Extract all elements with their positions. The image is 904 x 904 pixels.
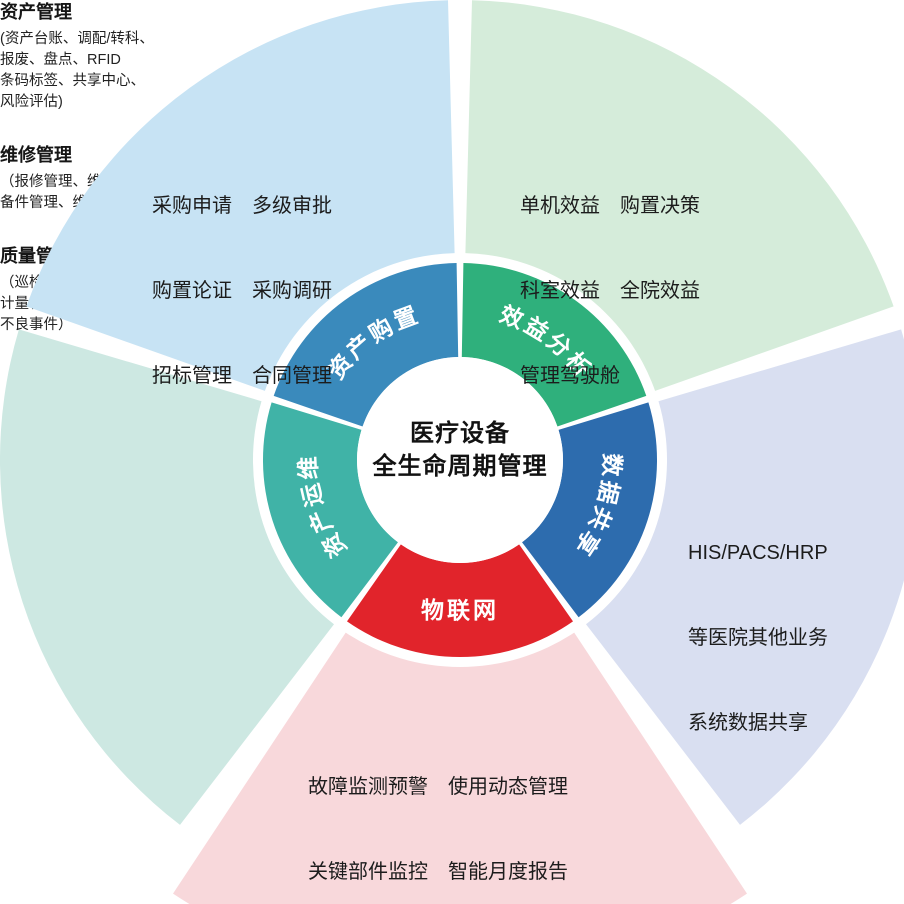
- sector-text-benefit: 单机效益 购置决策 科室效益 全院效益 管理驾驶舱: [520, 141, 700, 442]
- ring-segment-procurement: [273, 263, 459, 427]
- center-title-line: 医疗设备: [410, 420, 510, 447]
- text-line: 管理驾驶舱: [520, 365, 620, 387]
- ops-group-asset-management: 资产管理 (资产台账、调配/转科、 报废、盘点、RFID 条码标签、共享中心、 …: [0, 0, 904, 113]
- text-line: 招标管理 合同管理: [152, 365, 332, 387]
- ops-group-title: 维修管理: [0, 145, 72, 165]
- outer-sector-data-sharing: [586, 329, 904, 825]
- ops-detail-line: 风险评估): [0, 94, 63, 110]
- text-line: 科室效益 全院效益: [520, 280, 700, 302]
- text-line: 等医院其他业务: [688, 627, 828, 649]
- text-line: 故障监测预警 使用动态管理: [308, 776, 568, 798]
- center-circle: [357, 357, 563, 563]
- ops-group-title: 资产管理: [0, 2, 72, 22]
- ring-segment-operations: [262, 402, 398, 618]
- sector-text-iot: 故障监测预警 使用动态管理 关键部件监控 智能月度报告: [308, 722, 568, 904]
- text-line: 关键部件监控 智能月度报告: [308, 861, 568, 883]
- ring-segment-benefit: [461, 263, 647, 427]
- center-title-line: 全生命周期管理: [372, 453, 548, 480]
- text-line: 单机效益 购置决策: [520, 195, 700, 217]
- ring-label-iot: 物联网: [421, 597, 499, 623]
- ops-detail-line: (资产台账、调配/转科、: [0, 31, 154, 47]
- outer-sector-iot: [173, 632, 747, 904]
- sector-text-procurement: 采购申请 多级审批 购置论证 采购调研 招标管理 合同管理: [152, 141, 332, 442]
- outer-sector-benefit: [465, 0, 894, 391]
- outer-sector-operations: [0, 329, 334, 825]
- ops-detail-line: 不良事件）: [0, 317, 73, 333]
- text-line: 采购申请 多级审批: [152, 195, 332, 217]
- ring-segment-iot: [347, 544, 573, 658]
- text-line: 系统数据共享: [688, 712, 808, 734]
- center-title: 医疗设备 全生命周期管理: [330, 417, 590, 483]
- ops-detail-line: 报废、盘点、RFID: [0, 52, 121, 68]
- sector-text-data-sharing: HIS/PACS/HRP 等医院其他业务 系统数据共享: [688, 488, 828, 789]
- ops-detail-line: 条码标签、共享中心、: [0, 73, 145, 89]
- text-line: 购置论证 采购调研: [152, 280, 332, 302]
- outer-sector-procurement: [26, 0, 455, 391]
- ring-segment-data-sharing: [522, 402, 658, 618]
- text-line: HIS/PACS/HRP: [688, 542, 828, 564]
